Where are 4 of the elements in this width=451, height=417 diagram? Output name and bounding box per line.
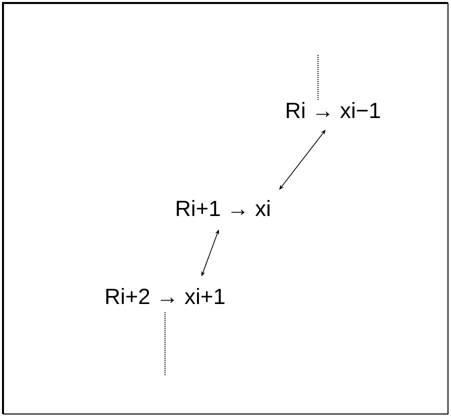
formula-text: Ri+2 → xi+1 <box>106 288 224 304</box>
formula-text: Ri → xi−1 <box>286 102 380 118</box>
formula-text: Ri+1 → xi <box>176 200 270 216</box>
dotted-line <box>164 312 166 376</box>
